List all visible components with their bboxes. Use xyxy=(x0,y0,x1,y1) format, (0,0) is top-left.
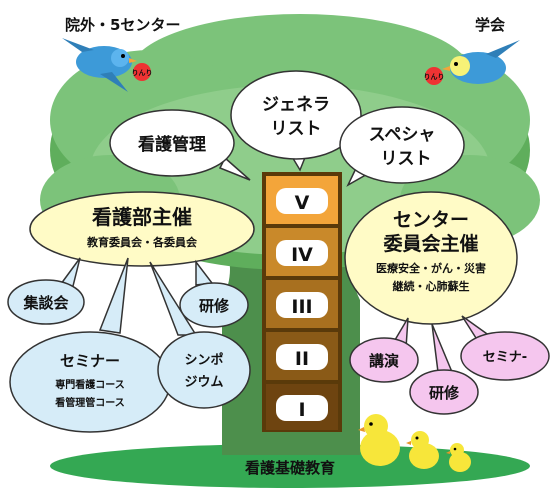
left-hub-subtitle: 教育委員会・各委員会 xyxy=(86,235,198,249)
item-seminar-right: セミナ- xyxy=(460,315,550,381)
level-label-4: IV xyxy=(291,244,313,266)
left-bird-icon: りんり xyxy=(62,38,153,92)
level-ladder: V IV III II I xyxy=(262,172,342,432)
bubble-specialist-line1: スペシャ xyxy=(369,125,436,145)
item-seminar-right-label: セミナ- xyxy=(483,350,527,365)
level-label-5: V xyxy=(295,192,310,214)
item-meeting: 集談会 xyxy=(7,257,85,325)
item-lecture-label: 講演 xyxy=(369,352,399,370)
bubble-specialist: スペシャ リスト xyxy=(339,106,465,187)
ground-label: 看護基礎教育 xyxy=(245,459,335,477)
right-hub-title-line2: 委員会主催 xyxy=(382,232,478,255)
item-symposium-line2: ジウム xyxy=(184,375,223,390)
left-hub-title: 看護部主催 xyxy=(92,205,192,229)
item-training-left: 研修 xyxy=(179,259,249,328)
bubble-management-label: 看護管理 xyxy=(137,134,206,155)
bubble-management: 看護管理 xyxy=(109,109,251,181)
corner-label-left: 院外・5センター xyxy=(65,16,180,34)
left-bird-tag: りんり xyxy=(132,68,153,77)
chick-large-icon xyxy=(358,414,400,466)
corner-label-right: 学会 xyxy=(475,16,505,34)
level-label-2: II xyxy=(295,348,309,370)
bubble-generalist: ジェネラ リスト xyxy=(230,70,362,172)
item-seminar-left-line1: 専門看護コース xyxy=(55,378,125,391)
bubble-generalist-line2: リスト xyxy=(271,119,322,139)
item-training-right: 研修 xyxy=(409,323,479,415)
item-seminar-left-line2: 看管理管コース xyxy=(55,396,125,409)
item-symposium-line1: シンポ xyxy=(184,352,223,368)
right-bird-icon: りんり xyxy=(424,40,520,85)
item-meeting-label: 集談会 xyxy=(22,294,68,312)
level-label-1: I xyxy=(298,399,305,421)
bubble-specialist-line2: リスト xyxy=(381,149,432,169)
chick-medium-icon xyxy=(406,431,439,469)
item-seminar-left-title: セミナー xyxy=(60,352,120,370)
item-training-left-label: 研修 xyxy=(199,297,230,315)
right-hub-line2: 継続・心肺蘇生 xyxy=(393,279,470,293)
level-label-3: III xyxy=(291,296,312,318)
item-symposium: シンポ ジウム xyxy=(149,261,251,409)
right-hub-title-line1: センター xyxy=(393,209,469,231)
chick-small-icon xyxy=(446,443,471,472)
left-hub-bubble: 看護部主催 教育委員会・各委員会 xyxy=(29,191,255,267)
bubble-generalist-line1: ジェネラ xyxy=(262,95,330,115)
right-bird-tag: りんり xyxy=(424,72,445,81)
item-training-right-label: 研修 xyxy=(429,384,460,402)
item-lecture: 講演 xyxy=(349,317,419,383)
right-hub-line1: 医療安全・がん・災害 xyxy=(376,261,486,275)
item-seminar-left: セミナー 専門看護コース 看管理管コース xyxy=(9,257,171,433)
right-hub-bubble: センター 委員会主催 医療安全・がん・災害 継続・心肺蘇生 xyxy=(344,191,518,325)
